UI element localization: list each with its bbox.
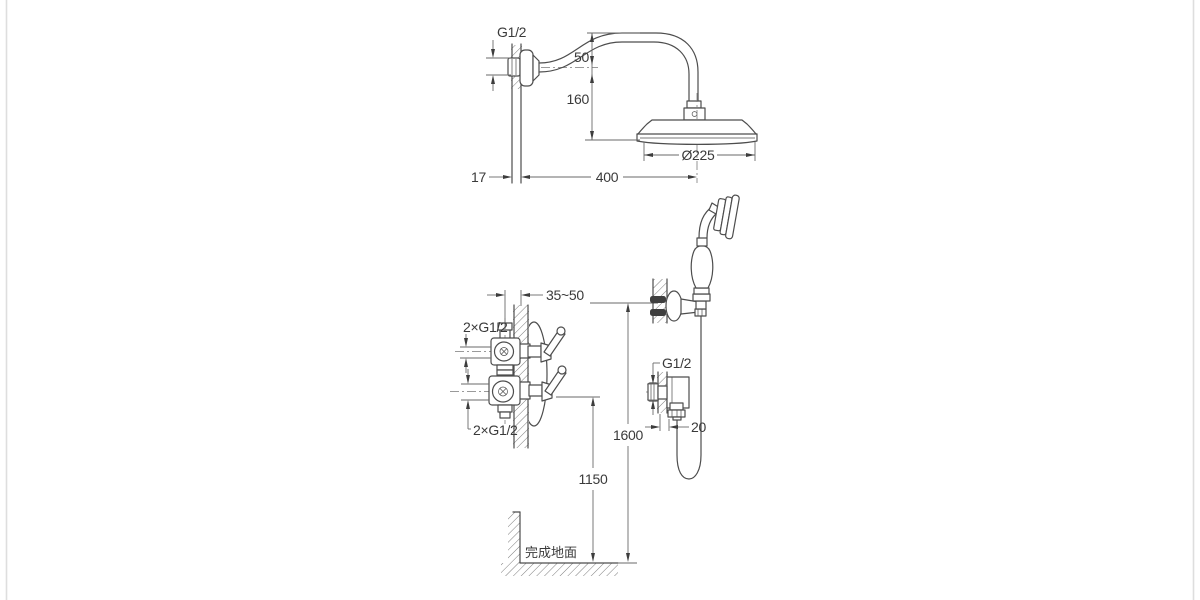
holder-flange: [665, 290, 683, 322]
upper-valve-handle: [527, 326, 566, 363]
head-drop-label: 160: [567, 91, 590, 107]
dimension-arm-thread: G1/2: [486, 24, 527, 91]
upper-valve-connections-label: 2×G1/2: [463, 319, 508, 335]
holder-pins: [650, 296, 666, 316]
valve-body-column: [488, 322, 521, 419]
rain-shower-head: [636, 119, 758, 145]
hand-shower: [690, 194, 740, 317]
dimension-wall-thickness-and-reach: 17 400: [471, 169, 697, 185]
mixer-valve-assembly: [450, 304, 567, 449]
dimension-embed-depth: 35~50: [487, 287, 585, 329]
dimension-head-diameter: Ø225: [643, 142, 756, 163]
dimension-arm-rise-and-drop: 50 160: [567, 32, 640, 141]
arm-rise-label: 50: [574, 49, 589, 65]
outlet-hose-nipple: [667, 402, 686, 421]
dimension-valve-height: 1150: [556, 396, 609, 562]
dimension-outlet-thread: G1/2: [647, 355, 692, 415]
shower-arm-flange: [507, 49, 540, 87]
lower-valve-handle: [528, 365, 567, 402]
shower-hose: [676, 315, 702, 480]
shower-arm: [538, 32, 699, 102]
floor-section: 完成地面: [501, 511, 637, 576]
outlet-elbow-assembly: [646, 371, 690, 421]
outlet-thread-label: G1/2: [662, 355, 692, 371]
wall-thickness-label: 17: [471, 169, 486, 185]
outlet-projection-label: 20: [691, 419, 706, 435]
finished-floor-label: 完成地面: [525, 545, 577, 560]
lower-valve-connections-label: 2×G1/2: [473, 422, 518, 438]
hand-shower-head: [713, 194, 740, 240]
dimension-outlet-projection: 20: [642, 414, 707, 435]
arm-connector: [683, 100, 706, 121]
hand-shower-handle: [690, 245, 714, 289]
valve-height-label: 1150: [579, 471, 608, 487]
hand-shower-assembly: [590, 194, 740, 480]
dimension-upper-valve-connections: 2×G1/2: [460, 319, 508, 373]
overhead-shower-assembly: [507, 32, 758, 184]
arm-reach-label: 400: [596, 169, 619, 185]
outlet-height-label: 1600: [613, 427, 643, 443]
embed-depth-label: 35~50: [546, 287, 584, 303]
dimension-outlet-height: 1600: [611, 303, 645, 562]
arm-thread-label: G1/2: [497, 24, 527, 40]
head-diameter-label: Ø225: [681, 147, 715, 163]
dimension-lower-valve-connections: 2×G1/2: [461, 369, 518, 438]
